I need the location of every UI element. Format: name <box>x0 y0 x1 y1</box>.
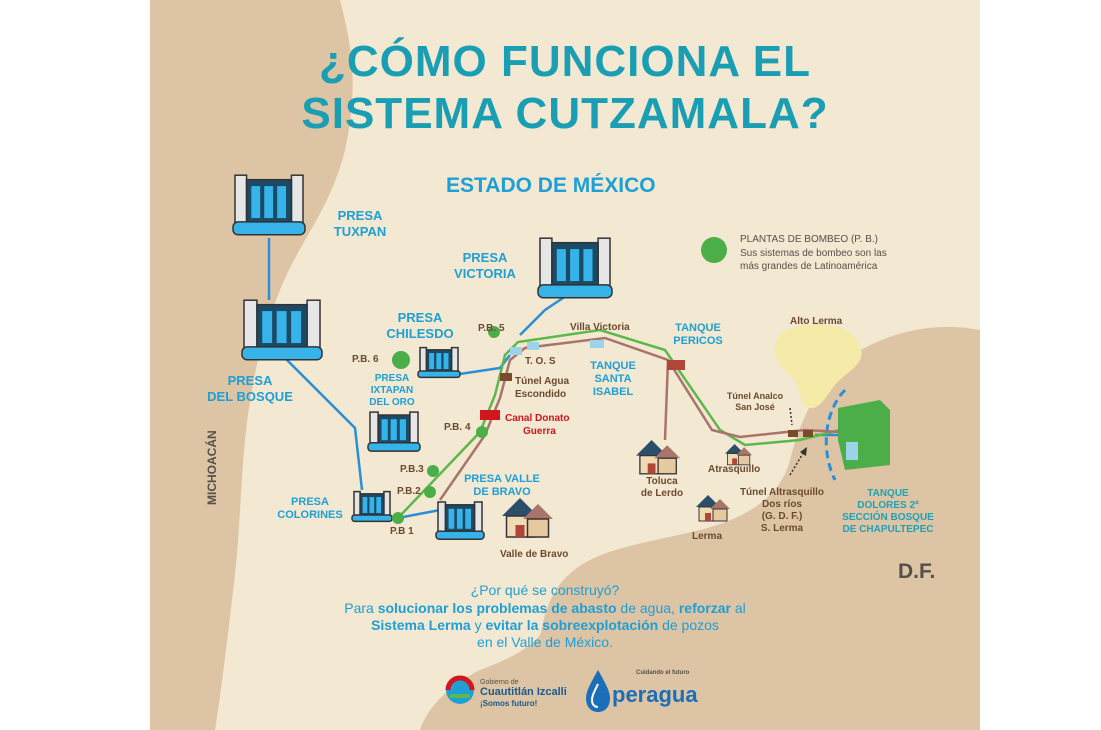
tanque-pericos-marker <box>667 360 685 370</box>
tos-marker-2 <box>527 342 539 350</box>
label-lerma: Lerma <box>692 531 723 542</box>
dam-bosque-icon <box>241 299 323 361</box>
izcalli-slogan: ¡Somos futuro! <box>480 699 538 708</box>
house-toluca-icon <box>636 440 681 475</box>
dam-valle-icon <box>435 501 485 540</box>
region-estado: ESTADO DE MÉXICO <box>446 174 656 197</box>
legend-title: PLANTAS DE BOMBEO (P. B.) <box>740 234 878 245</box>
arrow-altrasquillo <box>789 449 806 476</box>
label-atrasquillo: Atrasquillo <box>708 464 761 475</box>
canal-marker <box>480 410 500 420</box>
pump-pb5-icon <box>488 326 500 338</box>
label-alto-lerma: Alto Lerma <box>790 316 843 327</box>
izcalli-logo <box>445 675 475 704</box>
bottom-line-1: Para solucionar los problemas de abasto … <box>344 600 746 616</box>
house-valle-icon <box>502 498 553 538</box>
dam-chilesdo-icon <box>417 346 461 379</box>
dam-victoria-icon <box>537 237 613 299</box>
dam-ixtapan-icon <box>367 411 421 452</box>
label-pb3: P.B.3 <box>400 464 424 475</box>
pipe-bosque-colorines <box>284 357 364 491</box>
alto-lerma-blob <box>775 323 862 409</box>
dam-tuxpan-icon <box>232 174 306 236</box>
operagua-drop-icon <box>586 670 610 712</box>
pump-pb3-icon <box>427 465 439 477</box>
label-pb2: P.B.2 <box>397 486 421 497</box>
pump-pb4-icon <box>476 426 488 438</box>
operagua-name: peragua <box>612 682 698 707</box>
label-tos: T. O. S <box>525 356 556 367</box>
green-pipeline <box>397 328 841 519</box>
label-pb6: P.B. 6 <box>352 354 379 365</box>
region-df: D.F. <box>898 560 936 583</box>
label-valle-bravo-town: Valle de Bravo <box>500 549 569 560</box>
label-pb4: P.B. 4 <box>444 422 471 433</box>
house-lerma-icon <box>696 495 730 522</box>
title-line-2: SISTEMA CUTZAMALA? <box>301 89 829 138</box>
tunel-analco-marker <box>788 430 798 437</box>
title-line-1: ¿CÓMO FUNCIONA EL <box>319 37 811 86</box>
tunel-agua-marker <box>500 373 512 381</box>
region-michoacan: MICHOACÁN <box>205 430 219 505</box>
bottom-question: ¿Por qué se construyó? <box>470 582 620 598</box>
tanque-dolores-box <box>846 442 858 460</box>
bottom-line-2: Sistema Lerma y evitar la sobreexplotaci… <box>371 617 719 633</box>
tos-marker-1 <box>510 347 522 355</box>
chapultepec-park <box>838 400 890 470</box>
legend-line-1: Sus sistemas de bombeo son las <box>740 248 887 259</box>
izcalli-name: Cuautitlán Izcalli <box>480 686 567 698</box>
label-pb5: P.B. 5 <box>478 323 505 334</box>
label-pb1: P.B 1 <box>390 526 414 537</box>
pipe-chilesdo <box>452 354 511 377</box>
pump-pb6-icon <box>392 351 410 369</box>
arrow-analco <box>789 407 793 426</box>
dam-colorines-icon <box>351 490 393 523</box>
pump-pb2-icon <box>424 486 436 498</box>
tanque-santa-marker <box>590 340 604 348</box>
pump-pb1-icon <box>392 512 404 524</box>
legend-pump-icon <box>701 237 727 263</box>
legend-line-2: más grandes de Latinoamérica <box>740 261 878 272</box>
bottom-line-3: en el Valle de México. <box>477 634 613 650</box>
label-villa-victoria: Villa Victoria <box>570 322 630 333</box>
house-atrasquillo-icon <box>725 444 753 466</box>
operagua-tag: Cuidando el futuro <box>636 670 690 676</box>
izcalli-gobierno: Gobierno de <box>480 679 519 686</box>
tunel-analco-marker-2 <box>803 430 813 437</box>
